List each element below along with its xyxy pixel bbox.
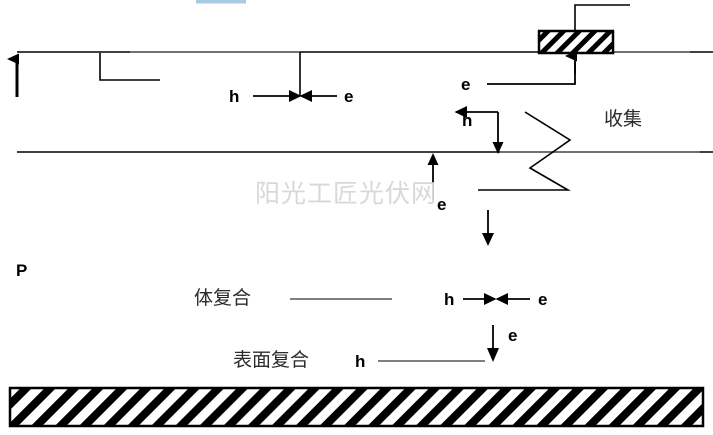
mid-e-up-arrowhead <box>427 153 439 165</box>
label-h-mid: h <box>462 111 473 130</box>
label-e-contact: e <box>461 75 471 94</box>
current-flow-arrowhead <box>482 233 494 246</box>
label-h-surface: h <box>355 352 366 371</box>
label-region-p: P <box>16 261 28 280</box>
collection-brace <box>478 111 572 191</box>
label-e-surface: e <box>508 326 518 345</box>
annotation-collection: 收集 <box>604 108 643 130</box>
top-accent-strip <box>196 0 246 4</box>
rear-contact-bar <box>8 386 705 428</box>
label-h-bulk: h <box>444 290 455 309</box>
left-step-bracket <box>99 53 160 81</box>
annotation-bulk-recombination: 体复合 <box>194 287 252 309</box>
label-e-top: e <box>344 87 354 106</box>
mid-h-down-arrowhead <box>492 142 504 154</box>
annotation-surface-recombination: 表面复合 <box>233 349 310 371</box>
label-h-top: h <box>229 87 240 106</box>
surface-e-arrowhead <box>487 348 499 362</box>
contact-lead <box>574 4 630 31</box>
label-e-bulk: e <box>538 290 548 309</box>
e-to-contact-path <box>487 62 576 85</box>
metal-contact-block <box>537 29 615 55</box>
watermark-text: 阳光工匠光伏网 <box>255 179 438 208</box>
label-e-mid: e <box>437 195 447 214</box>
